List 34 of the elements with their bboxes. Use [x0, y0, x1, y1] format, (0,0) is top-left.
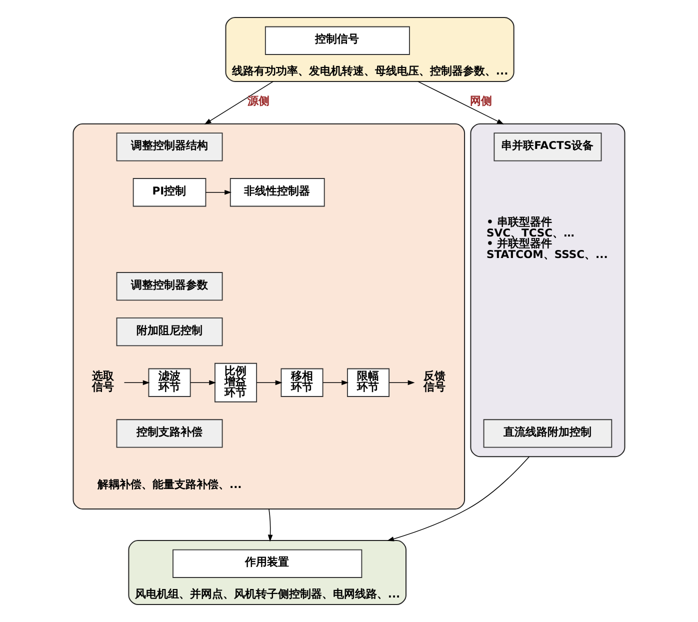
arrow [204, 81, 274, 124]
node-box: PI控制 [132, 178, 206, 207]
cluster [470, 123, 626, 458]
node-box: 控制信号 [264, 26, 410, 55]
node-label: STATCOM、SSSC、... [486, 248, 608, 262]
node-box: 限幅环节 [347, 368, 390, 397]
node-text: 选取信号 [92, 370, 114, 394]
arrow [388, 380, 415, 386]
node-box: 直流线路附加控制 [483, 419, 612, 448]
node-box: 作用装置 [172, 549, 362, 578]
arrow [124, 380, 150, 386]
cluster [72, 123, 466, 510]
arrow [417, 81, 504, 124]
edge-label: 网侧 [470, 94, 492, 108]
arrow [190, 380, 216, 386]
node-box: 附加阻尼控制 [116, 317, 223, 346]
node-label: 解耦补偿、能量支路补偿、... [98, 478, 242, 491]
node-box: 非线性控制器 [230, 178, 325, 207]
node-box: 调整控制器参数 [116, 272, 223, 301]
arrow [322, 380, 349, 386]
node-box: 调整控制器结构 [116, 132, 223, 162]
node-box: 控制支路补偿 [116, 419, 223, 448]
node-label: • 串联型器件 [486, 216, 552, 229]
arrow [205, 190, 232, 195]
node-label: • 并联型器件 [486, 237, 552, 250]
arrow [386, 456, 530, 542]
arrow [256, 380, 282, 386]
arrow [268, 508, 273, 542]
node-box: 滤波环节 [148, 368, 191, 397]
node-box: 串并联FACTS设备 [494, 132, 602, 162]
node-box: 比例增益环节 [214, 362, 258, 402]
edge-label: 源侧 [247, 94, 270, 108]
node-text: 反馈信号 [423, 370, 446, 394]
node-box: 移相环节 [280, 368, 324, 397]
